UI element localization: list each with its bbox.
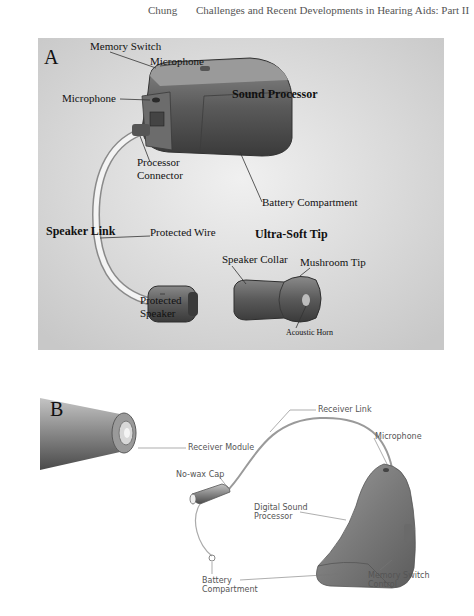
part-label: Digital Sound Processor — [254, 503, 320, 521]
receiver-module — [190, 484, 230, 504]
part-label: Memory Switch Control — [368, 571, 434, 589]
part-label: Protected Wire — [150, 226, 240, 239]
part-label: Microphone — [375, 432, 465, 441]
running-header: Challenges and Recent Developments in He… — [196, 4, 472, 17]
panel-letter: B — [50, 398, 72, 421]
part-label: Battery Compartment — [202, 576, 256, 594]
speaker-tip — [188, 292, 198, 316]
part-label: Microphone — [62, 92, 124, 105]
part-label: No-wax Cap — [176, 470, 246, 479]
part-label: Receiver Module — [188, 443, 278, 452]
panel-letter: A — [44, 46, 66, 69]
retention-wire — [196, 504, 212, 556]
receiver-module-closeup — [40, 398, 136, 470]
part-label: Microphone — [150, 55, 230, 68]
part-label: Mushroom Tip — [300, 256, 390, 269]
processor-connector — [132, 124, 150, 136]
ultra-soft-tip — [234, 276, 321, 322]
part-title: Sound Processor — [232, 88, 352, 102]
digital-sound-processor — [317, 464, 416, 588]
part-label: Speaker Collar — [222, 253, 312, 266]
part-label: Receiver Link — [318, 405, 408, 414]
retention-loop — [209, 555, 215, 561]
part-label: Acoustic Horn — [286, 328, 376, 337]
part-title: Speaker Link — [46, 225, 136, 239]
sound-processor — [142, 58, 292, 156]
protected-wire — [96, 130, 152, 302]
running-header: Chung — [148, 4, 192, 17]
part-title: Ultra-Soft Tip — [255, 228, 375, 242]
part-label: Battery Compartment — [262, 196, 392, 209]
leader-lines-b — [138, 410, 392, 580]
part-label: Protected Speaker — [140, 294, 198, 319]
part-label: Processor Connector — [137, 156, 199, 181]
part-label: Memory Switch — [90, 40, 180, 53]
protected-wire-core — [96, 130, 152, 302]
panel-a-background — [38, 38, 444, 350]
